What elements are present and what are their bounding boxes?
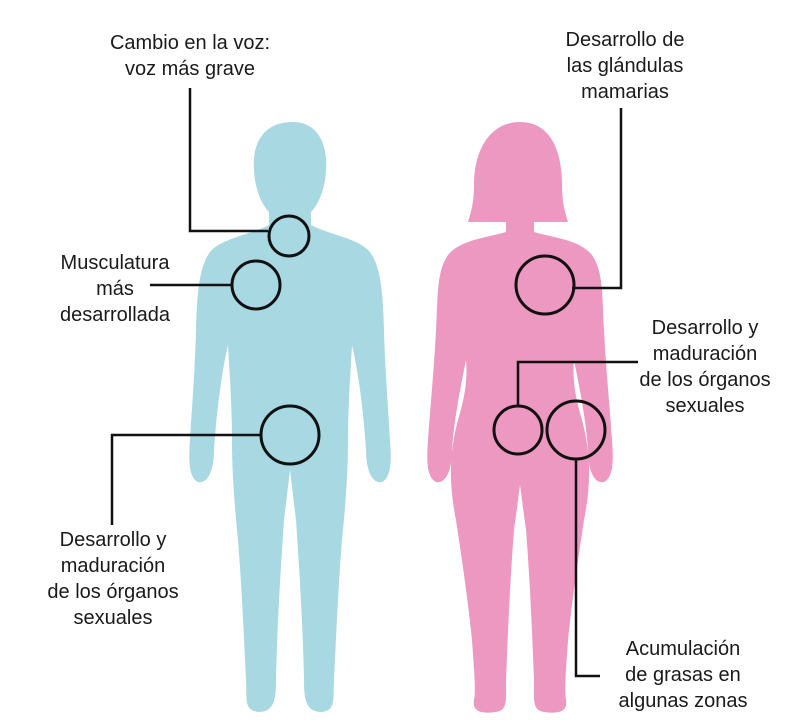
female-fat-callout	[545, 399, 607, 678]
female-organs-callout	[492, 360, 638, 456]
male-voice-label: Cambio en la voz: voz más grave	[109, 32, 271, 80]
female-fat-label: Acumulación de grasas en algunas zonas	[618, 638, 748, 712]
female-breast-label: Desarrollo de las glándulas mamarias	[565, 29, 685, 103]
male-muscle-label: Musculatura más desarrollada	[59, 252, 171, 326]
male-muscle-callout	[150, 259, 282, 311]
male-organs-callout	[110, 404, 321, 525]
female-body-silhouette	[427, 122, 613, 713]
female-breast-callout	[514, 108, 623, 316]
male-organs-label: Desarrollo y maduración de los órganos s…	[47, 529, 179, 629]
male-body-silhouette	[189, 122, 391, 712]
male-voice-callout	[188, 88, 311, 258]
female-organs-label: Desarrollo y maduración de los órganos s…	[639, 317, 771, 417]
